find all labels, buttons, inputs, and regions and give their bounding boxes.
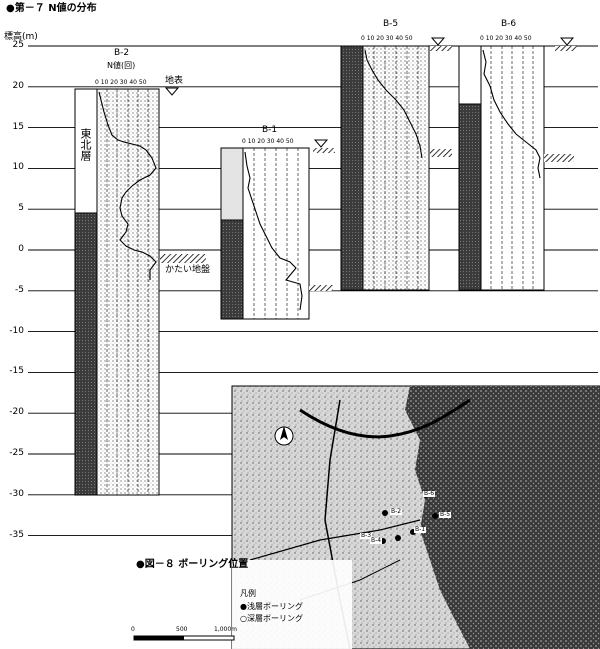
b2-nvalue-gridlines <box>106 89 149 495</box>
b6-hard-layer-hatch <box>544 154 574 162</box>
map-marker-b3: B-3 <box>360 532 373 539</box>
borehole-b2-label: B-2 <box>114 48 130 58</box>
b5-nvalue-gridlines <box>373 46 419 290</box>
borehole-b1 <box>220 147 335 320</box>
ground-marker-b2 <box>164 87 180 96</box>
elevation-tick-label: -15 <box>9 366 24 377</box>
map-marker-b2: B-2 <box>390 508 403 515</box>
b5-nvalue-curve <box>364 49 423 159</box>
map-scale-0: 0 <box>131 626 135 633</box>
b1-left-upper-fill <box>220 147 244 221</box>
map-scale-500: 500 <box>176 626 188 633</box>
map-legend-item-shallow: ●浅層ボーリング <box>240 602 303 611</box>
elevation-tick-label: -35 <box>9 529 24 540</box>
b2-nvalue-curve <box>98 91 157 280</box>
b1-nvalue-curve <box>244 151 303 311</box>
map-legend-item-deep: ○深層ボーリング <box>240 614 303 623</box>
elevation-tick-label: -25 <box>9 448 24 458</box>
layer-label: 東北層 <box>79 128 92 161</box>
figure7-caption: ●第－７ N値の分布 <box>6 3 97 14</box>
elevation-tick-label: -5 <box>15 284 24 295</box>
b6-ground-hatch <box>555 46 577 51</box>
b6-left-lower-fill <box>458 103 482 291</box>
borehole-b1-scale: 0 10 20 30 40 50 <box>242 138 294 145</box>
map-marker-b4: B-4 <box>370 537 383 544</box>
elevation-tick-label: 10 <box>12 162 24 173</box>
borehole-b6 <box>458 45 577 291</box>
b2-hard-layer-hatch <box>160 254 206 263</box>
map-scale-1000: 1,000m <box>214 626 238 633</box>
b5-left-fill <box>340 45 364 291</box>
elevation-tick-label: -20 <box>9 407 24 418</box>
map-road-2 <box>249 519 421 561</box>
elevation-tick-label: 20 <box>12 80 24 91</box>
borehole-b2-scale: 0 10 20 30 40 50 <box>95 79 147 86</box>
borehole-b5-scale: 0 10 20 30 40 50 <box>361 35 413 42</box>
borehole-b6-label: B-6 <box>501 19 517 29</box>
elevation-tick-label: -30 <box>9 488 24 499</box>
borehole-b1-label: B-1 <box>262 125 278 135</box>
map-legend-title: 凡例 <box>240 589 256 598</box>
ground-marker-b6 <box>559 37 575 46</box>
borehole-b6-scale: 0 10 20 30 40 50 <box>480 35 532 42</box>
ground-marker-b5 <box>430 37 446 46</box>
b1-left-lower-fill <box>220 219 244 320</box>
map-marker-b5: B-5 <box>439 511 452 518</box>
b6-left-upper-fill <box>458 45 482 105</box>
b2-left-lower-fill <box>74 212 98 496</box>
map-legend-bg <box>232 560 352 649</box>
borehole-b5 <box>340 45 452 291</box>
map-marker-b6: B-6 <box>423 490 436 497</box>
elevation-tick-label: 15 <box>12 121 24 132</box>
borehole-b5-label: B-5 <box>383 19 399 29</box>
elevation-axis-title: 標高(m) <box>4 32 38 42</box>
ground-marker-b1 <box>313 139 329 148</box>
b5-hard-layer-hatch <box>430 149 452 157</box>
elevation-tick-label: 5 <box>18 203 24 214</box>
map-mountain-area <box>405 386 600 649</box>
b6-right-column <box>480 45 545 291</box>
b1-ground-hatch <box>313 148 335 153</box>
elevation-tick-label: 0 <box>18 244 24 254</box>
map-marker-b1: B-1 <box>414 526 427 533</box>
b6-nvalue-gridlines <box>490 46 534 290</box>
map-north-arrow <box>274 426 294 446</box>
borehole-b2 <box>74 88 206 496</box>
b5-ground-hatch <box>430 46 452 51</box>
map-river <box>299 398 471 439</box>
hard-layer-label: かたい地盤 <box>165 265 211 275</box>
b1-hard-layer-hatch <box>309 285 333 291</box>
nvalue-label: N値(回) <box>107 61 136 70</box>
ground-surface-markers <box>164 37 575 148</box>
map-scale-bar-fill <box>134 636 184 640</box>
ground-surface-label: 地表 <box>165 76 184 86</box>
elevation-tick-label: 25 <box>12 40 24 50</box>
elevation-tick-label: -10 <box>9 325 24 336</box>
figure8-caption: ●図－８ ボーリング位置 <box>136 559 249 570</box>
b6-nvalue-curve <box>482 49 541 179</box>
